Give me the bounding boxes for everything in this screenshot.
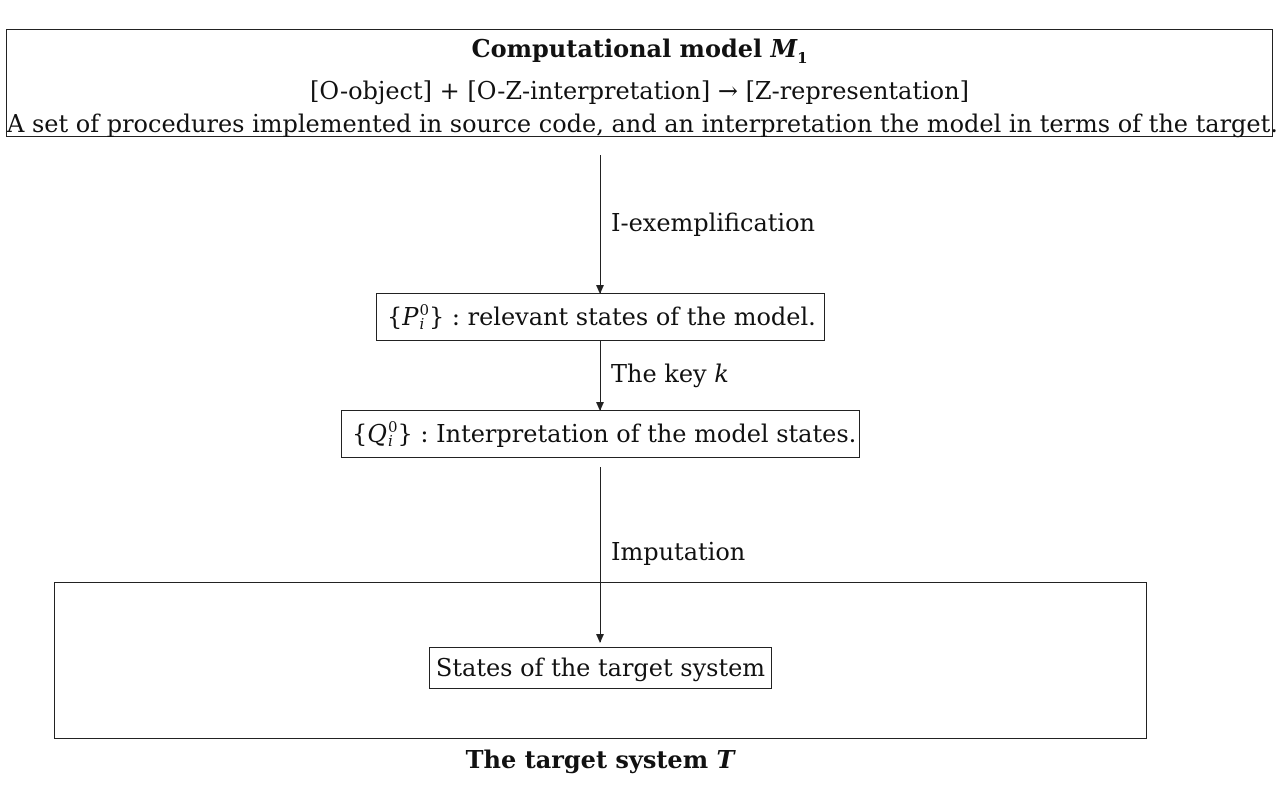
key-label: The key k: [611, 359, 729, 389]
i-exemplification-label: I-exemplification: [611, 209, 815, 237]
q-symbol: Q: [367, 420, 387, 448]
interpretation-states-label: : Interpretation of the model states.: [412, 420, 857, 448]
model-description: A set of procedures implemented in sourc…: [7, 109, 1278, 138]
imputation-arrow: [596, 467, 604, 643]
q-superscript: 0: [387, 417, 398, 436]
p-symbol: P: [402, 303, 419, 331]
target-symbol: T: [716, 745, 735, 774]
model-formula: [O-object] + [O-Z-interpretation] → [Z-r…: [310, 76, 969, 105]
model-symbol-subscript: 1: [797, 48, 808, 67]
model-symbol: M: [770, 34, 798, 63]
q-subscript: i: [387, 431, 393, 450]
model-title-text: Computational model: [471, 34, 771, 63]
q-open-brace: {: [352, 420, 368, 448]
key-symbol: k: [714, 360, 729, 388]
p-open-brace: {: [387, 303, 403, 331]
target-states-box: States of the target system: [429, 647, 772, 689]
p-subscript: i: [419, 314, 425, 333]
model-states-label: : relevant states of the model.: [444, 303, 816, 331]
key-arrow: [596, 341, 604, 411]
p-superscript: 0: [419, 300, 429, 319]
model-title: Computational model M1: [7, 32, 1272, 75]
imputation-label: Imputation: [611, 538, 746, 566]
target-system-caption: The target system T: [0, 745, 1200, 774]
i-exemplification-arrow: [596, 155, 604, 294]
target-states-label: States of the target system: [435, 654, 766, 682]
target-caption-text: The target system: [465, 745, 717, 774]
computational-model-box: Computational model M1 [O-object] + [O-Z…: [6, 29, 1278, 138]
q-close-brace: }: [397, 420, 413, 448]
p-close-brace: }: [428, 303, 445, 331]
key-label-text: The key: [611, 360, 715, 388]
